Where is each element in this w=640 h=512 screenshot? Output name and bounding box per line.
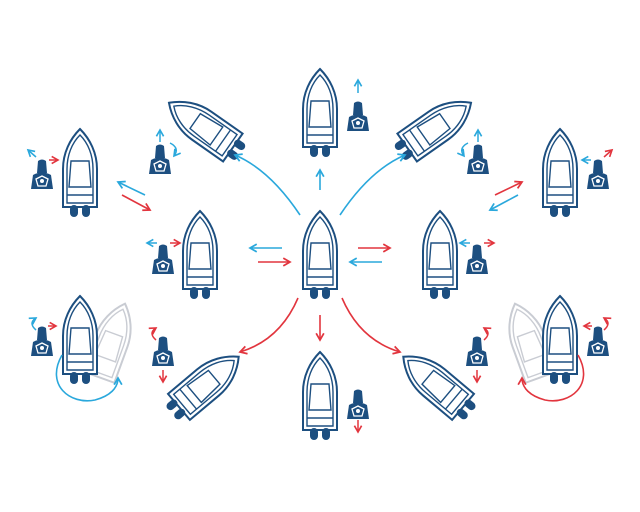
joystick-icon [465,336,489,367]
arrow-icon [26,148,37,158]
arrow-icon [494,180,524,196]
rotation-arrow-icon [517,354,585,402]
joystick-icon [346,101,370,132]
boat-icon [62,128,98,218]
boat-icon [62,295,98,385]
arrow-icon [116,180,146,196]
rotation-arrow-icon [482,327,492,341]
rotation-arrow-icon [602,317,612,331]
joystick-icon [30,159,54,190]
boats [62,68,578,441]
boat-icon [159,342,251,428]
boat-icon [302,351,338,441]
joystick-icon [30,326,54,357]
arrow-icon [121,194,152,212]
joystick-arrows [26,78,614,434]
rotation-arrow-icon [457,142,469,158]
joystick-icon [466,144,490,175]
joystick-icon [151,244,175,275]
boat-icon [302,210,338,300]
joystick-icon [465,244,489,275]
rotation-arrow-icon [28,317,38,331]
arrow-icon [238,297,299,355]
joystick-icon [586,159,610,190]
rotation-arrow-icon [55,354,123,402]
joystick-icon [346,389,370,420]
boat-icon [182,210,218,300]
boat-icon [422,210,458,300]
boat-icon [302,68,338,158]
rotation-arrow-icon [169,142,181,158]
arrow-icon [603,148,614,158]
arrow-icon [233,153,301,216]
arrow-icon [341,297,402,355]
boat-icon [542,128,578,218]
arrow-icon [339,153,407,216]
direction-arrows [55,153,585,402]
joystick-icon [151,336,175,367]
joystick-icon [586,326,610,357]
joystick-icon [148,144,172,175]
arrow-icon [488,194,519,212]
boat-icon [542,295,578,385]
rotation-arrow-icon [148,327,158,341]
